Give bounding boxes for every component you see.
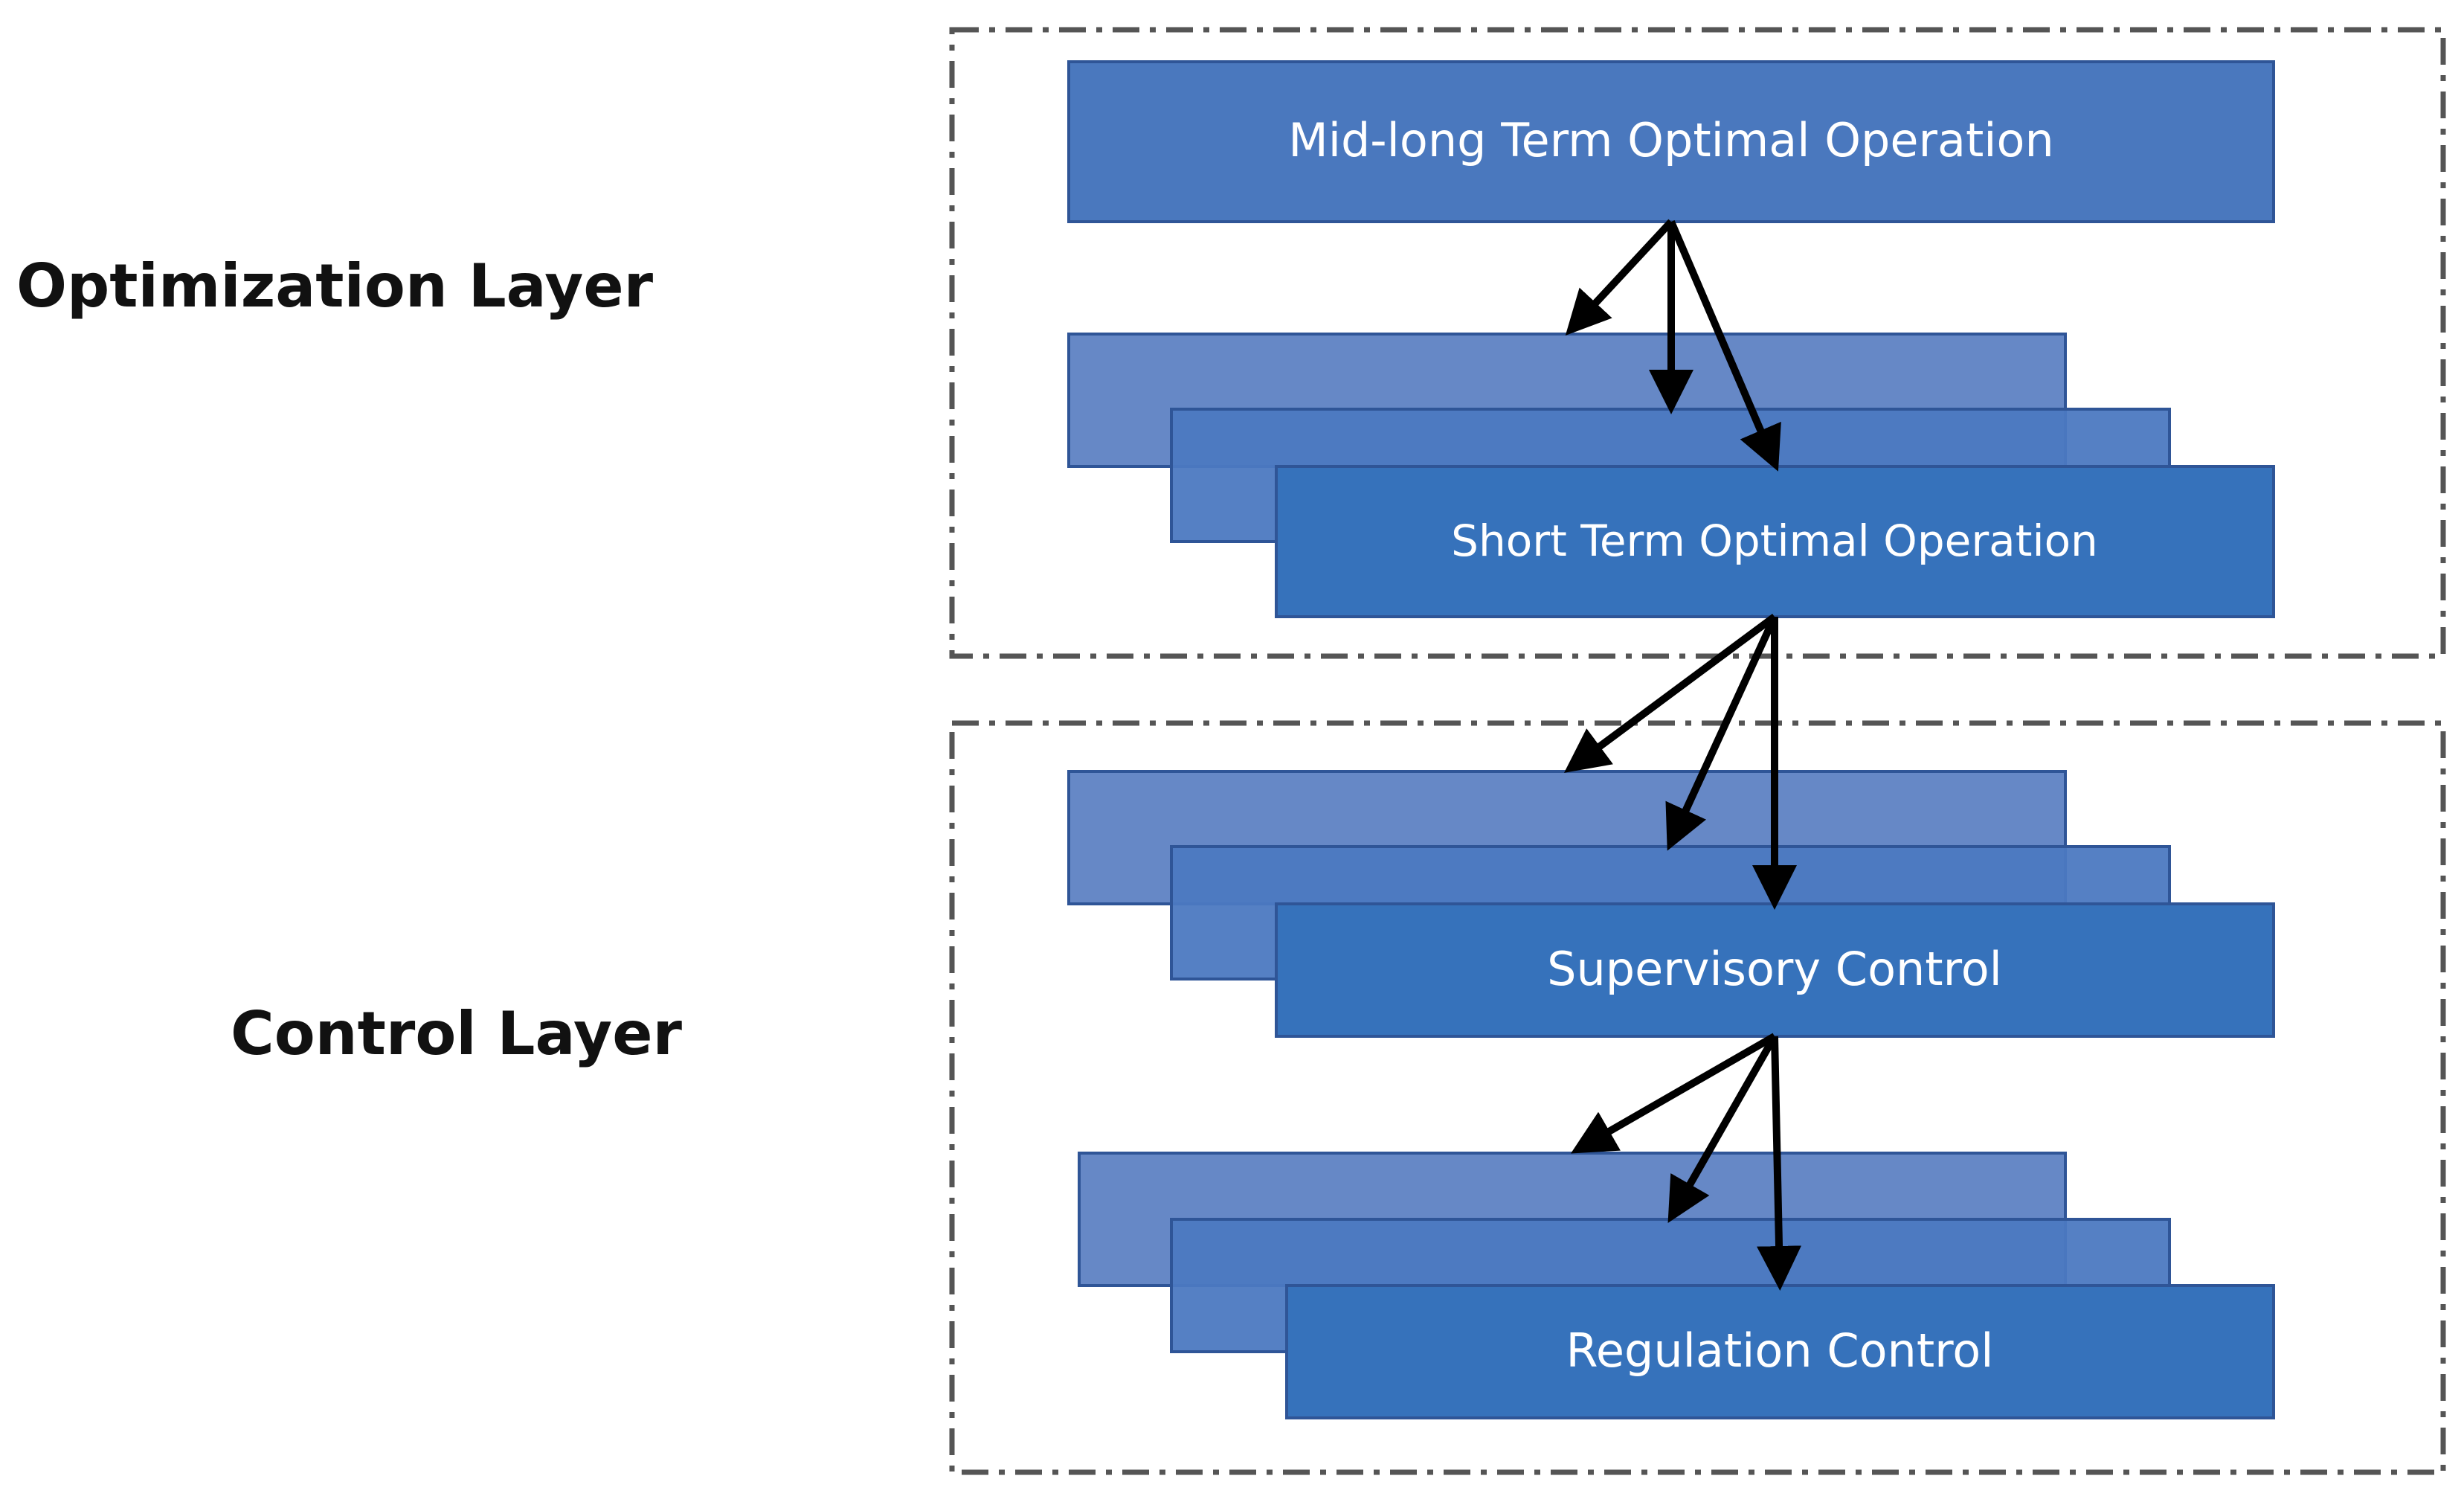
short-term-label: Short Term Optimal Operation bbox=[1451, 516, 2098, 566]
mid-long-term-block bbox=[1067, 60, 2275, 223]
optimization-layer-frame bbox=[949, 27, 2446, 659]
supervisory-block bbox=[1275, 902, 2275, 1038]
arrow-to-regulation-back bbox=[1570, 1033, 1777, 1154]
arrows-mid-long-to-short-term bbox=[1565, 219, 1781, 472]
control-layer-label: Control Layer bbox=[231, 999, 682, 1068]
supervisory-label: Supervisory Control bbox=[1547, 942, 2002, 996]
optimization-layer-label: Optimization Layer bbox=[16, 251, 654, 321]
mid-long-term-label: Mid-long Term Optimal Operation bbox=[1288, 113, 2054, 167]
arrow-to-supervisory-back bbox=[1563, 613, 1777, 773]
arrows-short-term-to-supervisory bbox=[1563, 613, 1797, 910]
regulation-block bbox=[1285, 1284, 2275, 1419]
regulation-label: Regulation Control bbox=[1566, 1323, 1994, 1378]
arrows-supervisory-to-regulation bbox=[1570, 1033, 1802, 1291]
arrow-to-short-term-front bbox=[1667, 220, 1781, 472]
short-term-block bbox=[1275, 465, 2275, 618]
arrow-to-supervisory-middle bbox=[1665, 614, 1778, 851]
arrow-to-regulation-front bbox=[1757, 1036, 1802, 1291]
control-layer-frame bbox=[949, 720, 2446, 1475]
arrow-to-regulation-middle bbox=[1667, 1034, 1778, 1224]
arrow-to-short-term-back bbox=[1565, 219, 1674, 336]
